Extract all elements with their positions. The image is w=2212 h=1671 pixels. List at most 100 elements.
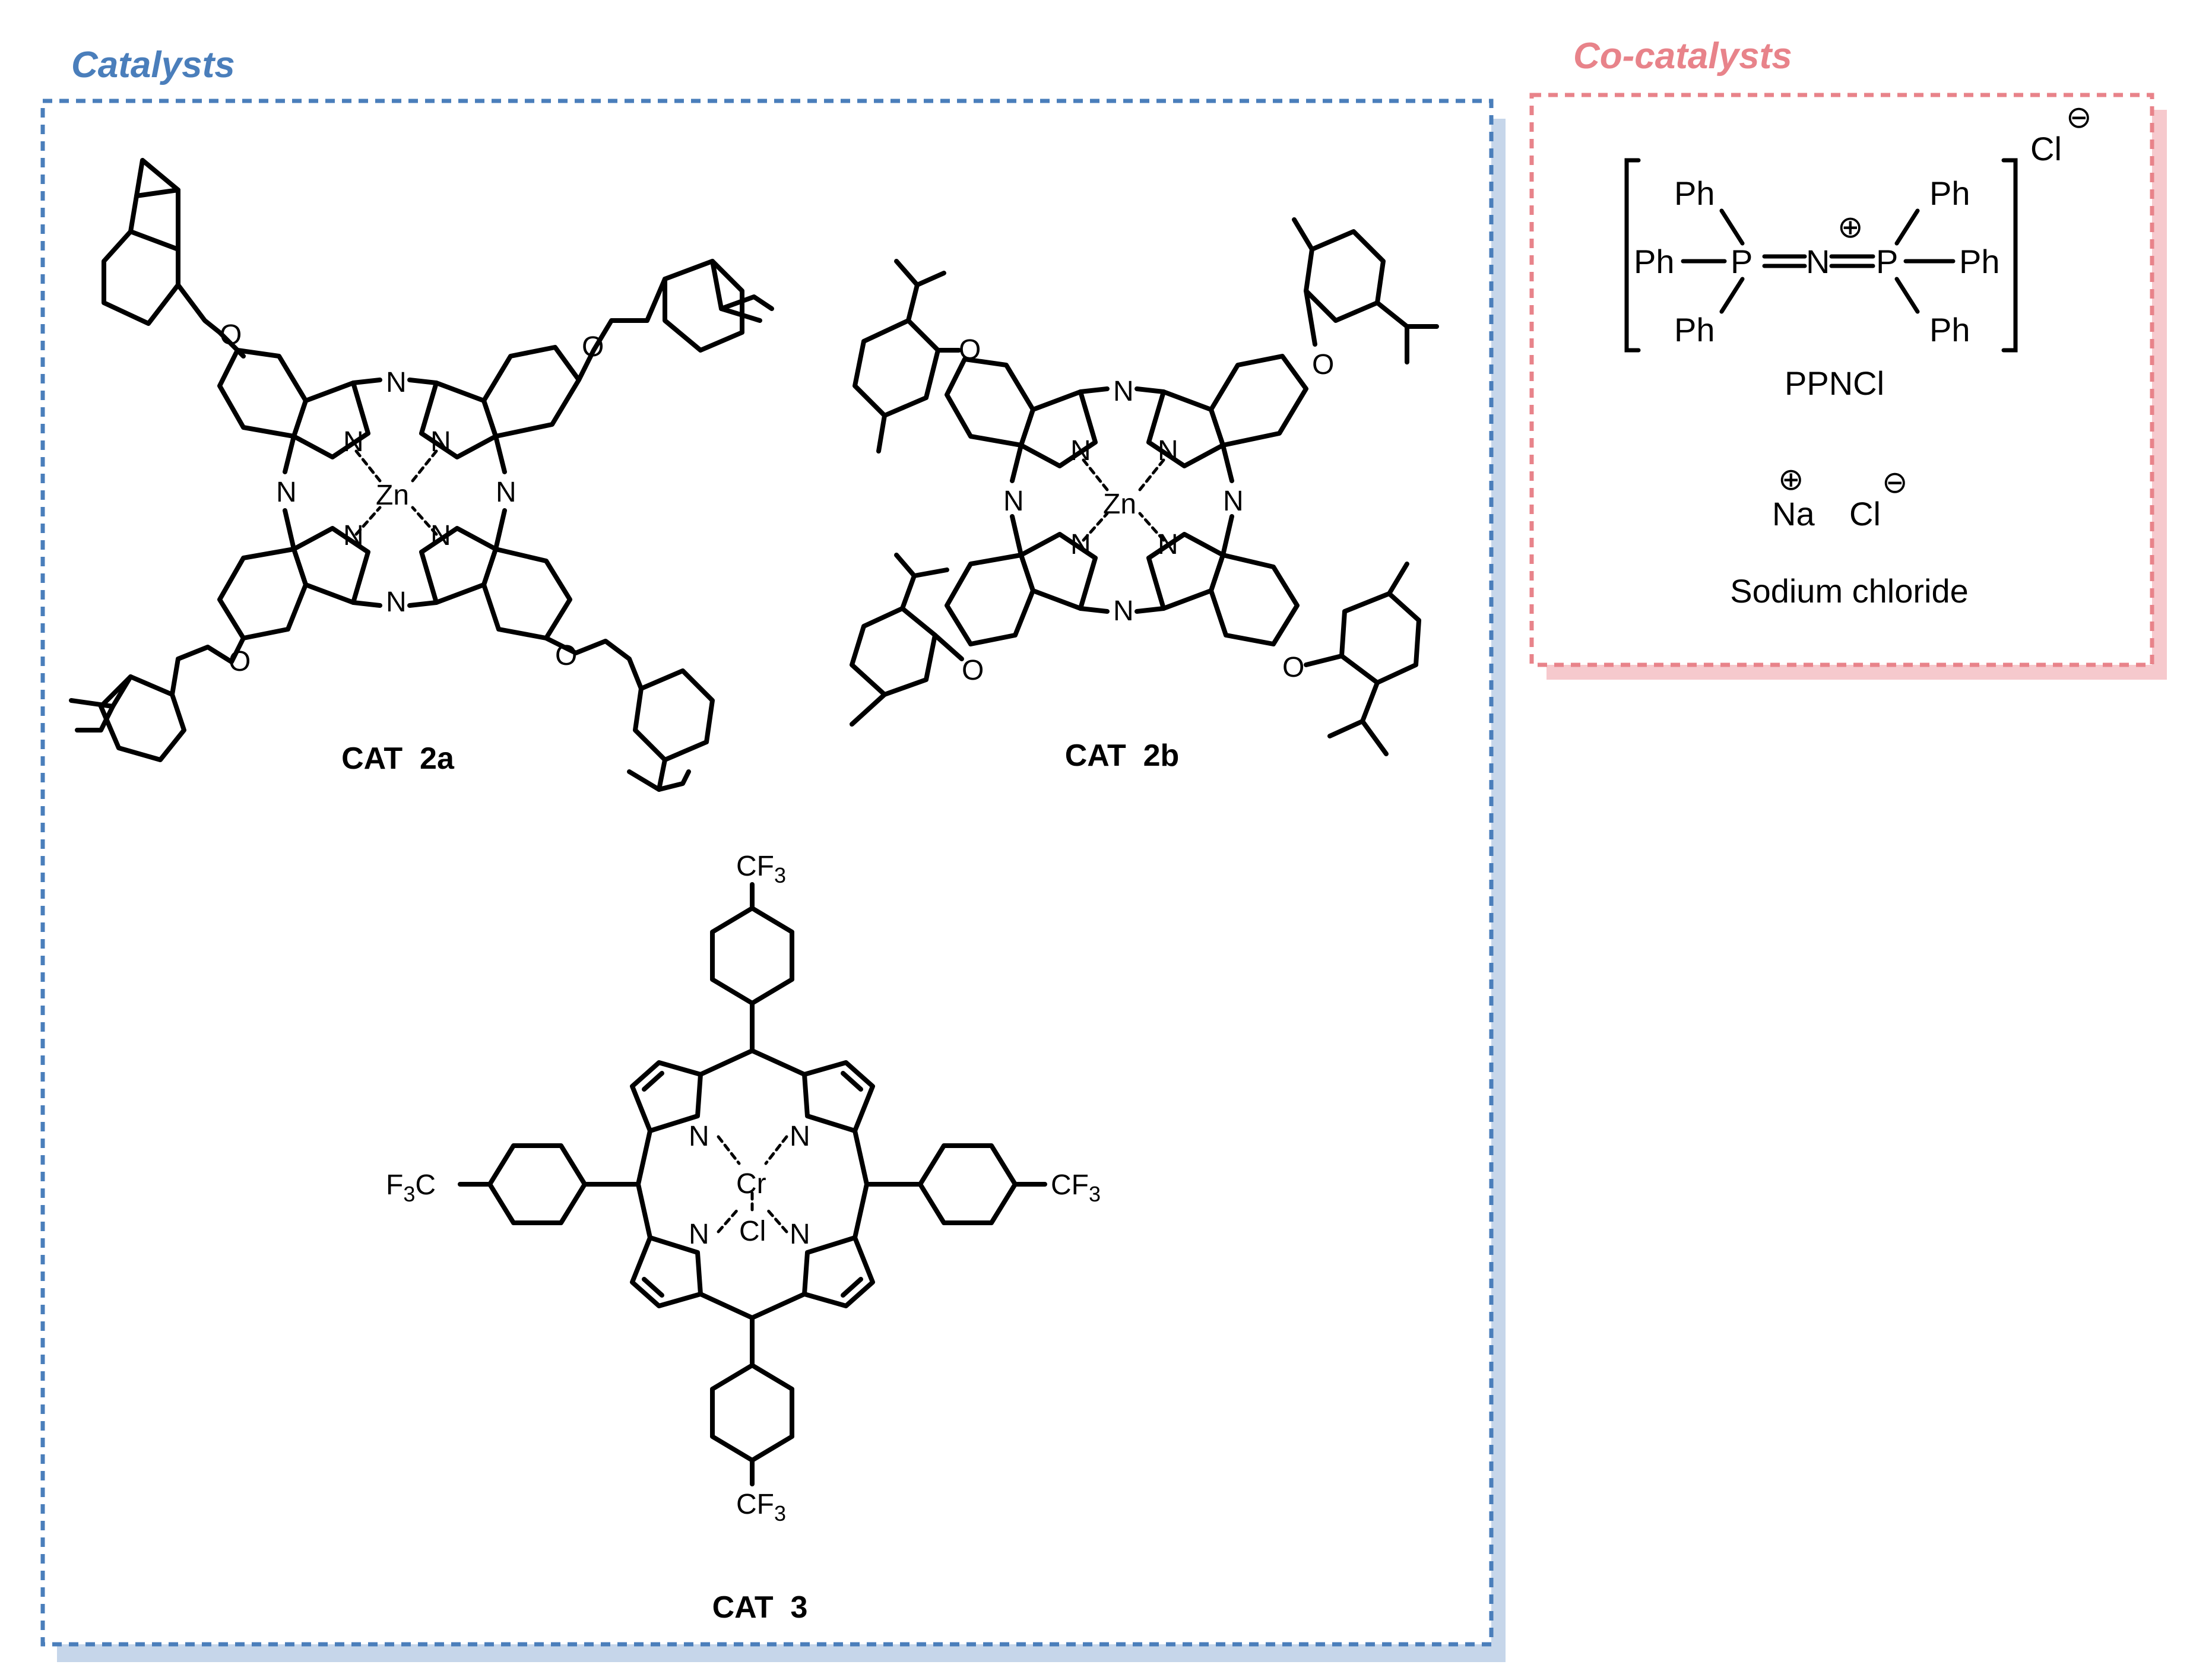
ppncl-bracket-left [1624, 158, 1641, 353]
ppncl-n-charge: ⊕ [1837, 210, 1864, 245]
cat-2b-o-tl: O [959, 334, 981, 366]
cat-2a-structure [69, 158, 774, 792]
cat-2b-n-pyrrole-bl: N [1070, 529, 1091, 560]
ppncl-anion-charge: ⊖ [2066, 100, 2092, 135]
cat-2a-n-pyrrole-bl: N [343, 520, 364, 551]
cat-3-n-tr: N [790, 1121, 810, 1152]
ppncl-ph-top-right: Ph [1929, 175, 1970, 212]
cat-3-n-bl: N [689, 1219, 709, 1250]
ppncl-labels: Ph Ph Ph P N ⊕ P Ph Ph Ph Cl ⊖ PPNCl [1634, 100, 2092, 402]
cat-3-n-br: N [790, 1219, 810, 1250]
cat-2a-n-pyrrole-tr: N [430, 426, 451, 458]
cat-2a-n-left: N [276, 477, 297, 508]
ppncl-ph-right: Ph [1959, 243, 2000, 280]
cat-2b-n-pyrrole-tr: N [1158, 435, 1178, 467]
cat-2b-atom-labels: Zn N N N N N N N N O O O O [959, 334, 1334, 686]
cat-3-structure [458, 882, 1047, 1486]
cat-2b-structure [850, 217, 1439, 756]
cocatalysts-panel-title: Co-catalysts [1573, 36, 1792, 77]
cat-2a-n-bottom: N [386, 586, 407, 618]
cat-2a-n-right: N [496, 477, 516, 508]
cat-2a-metal: Zn [376, 480, 409, 511]
cat-2a-o-br: O [555, 640, 577, 671]
ppncl-ph-left: Ph [1634, 243, 1675, 280]
ppncl-counter-anion: Cl [2030, 130, 2062, 167]
cat-2a-meso-right [493, 434, 507, 474]
cat-2b-n-right: N [1223, 486, 1244, 517]
ppncl-ph-bottom-right: Ph [1929, 311, 1970, 348]
cat-2b-n-left: N [1003, 486, 1024, 517]
cat-3-pyrrole-tr [802, 1060, 875, 1133]
nacl-labels: Na ⊕ Cl ⊖ Sodium chloride [1730, 462, 1969, 610]
cat-2a-atom-labels: Zn N N N N N N N N O O O O [220, 319, 604, 677]
cat-3-pyrrole-bl [630, 1235, 703, 1308]
cat-3-cf3-top: CF3 [736, 851, 786, 887]
cat-2b-o-tr: O [1312, 349, 1334, 381]
nacl-anion-charge: ⊖ [1882, 465, 1908, 500]
cat-2a-n-pyrrole-br: N [430, 520, 451, 551]
cat-2a-meso-bottom [351, 600, 382, 608]
ppncl-bracket-right [2001, 158, 2018, 353]
cat-2a-n-top: N [386, 367, 407, 398]
cat-3-cf3-right: CF3 [1051, 1169, 1101, 1206]
cat-2a-meso-top [351, 378, 382, 385]
cocatalysts-panel-border [1529, 93, 2154, 667]
cat-2b-label: CAT 2b [1065, 738, 1180, 773]
ppncl-p-left: P [1731, 243, 1753, 280]
ppncl-p-right: P [1876, 243, 1898, 280]
cat-3-atom-labels: Cr Cl N N N N CF3 CF3 F3C CF3 [386, 851, 1101, 1526]
cat-2b-metal: Zn [1103, 489, 1136, 520]
cat-2b-coordination [1082, 458, 1165, 542]
cat-2a-coordination [354, 449, 438, 536]
nacl-cation: Na [1772, 495, 1815, 532]
cat-2b-o-br: O [1282, 652, 1304, 683]
catalysts-panel-title: Catalysts [71, 45, 235, 85]
nacl-anion: Cl [1849, 495, 1881, 532]
cat-2b-benzo-bl [945, 553, 1035, 646]
cat-2a-ether-tr [576, 277, 667, 382]
cat-2a-o-bl: O [229, 646, 251, 677]
cat-2b-n-top: N [1113, 376, 1134, 407]
cat-2b-pyrrole-tr [1146, 389, 1225, 468]
cocatalysts-panel: Co-catalysts [1529, 36, 2167, 680]
cat-2a-n-pyrrole-tl: N [343, 426, 364, 458]
catalysts-panel-border [40, 99, 1494, 1647]
cat-3-label: CAT 3 [712, 1590, 808, 1625]
nacl-name: Sodium chloride [1730, 572, 1969, 610]
catalysts-panel-fill [43, 101, 1491, 1644]
cat-2a-meso-left2 [283, 508, 296, 551]
cat-2a-o-tl: O [220, 319, 242, 351]
cat-3-metal: Cr [736, 1168, 766, 1200]
cat-3-pyrrole-br [802, 1235, 875, 1308]
cat-3-n-tl: N [689, 1121, 709, 1152]
cat-2a-meso-left [283, 434, 296, 474]
cat-2a-meso-top2 [407, 378, 439, 385]
cat-2a-label: CAT 2a [341, 741, 455, 776]
nacl-cation-charge: ⊕ [1778, 462, 1804, 497]
ppncl-name: PPNCl [1785, 364, 1884, 402]
ppncl-ph-bottom-left: Ph [1674, 311, 1715, 348]
ppncl-structure [1624, 158, 2018, 353]
cat-3-pyrrole-tl [630, 1060, 703, 1133]
ppncl-ph-top-left: Ph [1674, 175, 1715, 212]
cocatalysts-panel-fill [1532, 95, 2152, 665]
cat-2a-meso-bottom2 [407, 600, 439, 608]
catalysts-panel: Catalysts [40, 45, 1506, 1662]
cat-2b-n-pyrrole-tl: N [1070, 435, 1091, 467]
cat-2a-meso-right2 [493, 508, 507, 551]
cat-3-f3c-left: F3C [386, 1169, 436, 1206]
cat-2a-ether-br [544, 636, 644, 691]
cat-2a-ether-bl [170, 636, 246, 697]
cat-2b-n-pyrrole-br: N [1158, 529, 1178, 560]
cat-3-coordination [717, 1135, 788, 1234]
cat-2b-benzo-br [1209, 553, 1300, 646]
cat-2b-n-bottom: N [1113, 595, 1134, 627]
cat-3-axial-cl: Cl [739, 1216, 766, 1247]
cat-3-cf3-bottom: CF3 [736, 1489, 786, 1526]
cat-2b-o-bl: O [962, 655, 984, 686]
cat-2a-o-tr: O [582, 331, 604, 363]
ppncl-n-center: N [1806, 243, 1830, 280]
cat-2a-pyrrole-tr [419, 381, 498, 459]
cat-2a-bicycle-br [633, 668, 715, 762]
